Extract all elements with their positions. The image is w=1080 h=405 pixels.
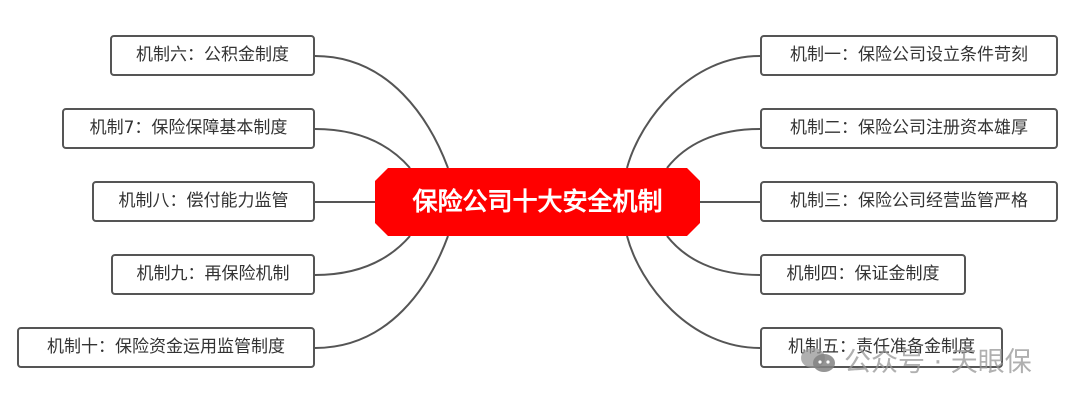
branch-node-7[interactable]: 机制7：保险保障基本制度 (62, 108, 315, 149)
wechat-icon (800, 347, 836, 373)
branch-node-4[interactable]: 机制四：保证金制度 (760, 254, 966, 295)
watermark: 公众号 · 天眼保 (800, 340, 1032, 379)
branch-node-1[interactable]: 机制一：保险公司设立条件苛刻 (760, 35, 1058, 76)
branch-node-3[interactable]: 机制三：保险公司经营监管严格 (760, 181, 1058, 222)
watermark-text: 公众号 · 天眼保 (844, 347, 1032, 378)
branch-node-9[interactable]: 机制九：再保险机制 (111, 254, 315, 295)
branch-node-8[interactable]: 机制八：偿付能力监管 (92, 181, 315, 222)
central-topic[interactable]: 保险公司十大安全机制 (375, 168, 700, 236)
branch-node-10[interactable]: 机制十：保险资金运用监管制度 (17, 327, 315, 368)
branch-node-6[interactable]: 机制六：公积金制度 (110, 35, 315, 76)
branch-node-2[interactable]: 机制二：保险公司注册资本雄厚 (760, 108, 1058, 149)
branch-node-5[interactable]: 机制五：责任准备金制度 (760, 327, 1003, 368)
